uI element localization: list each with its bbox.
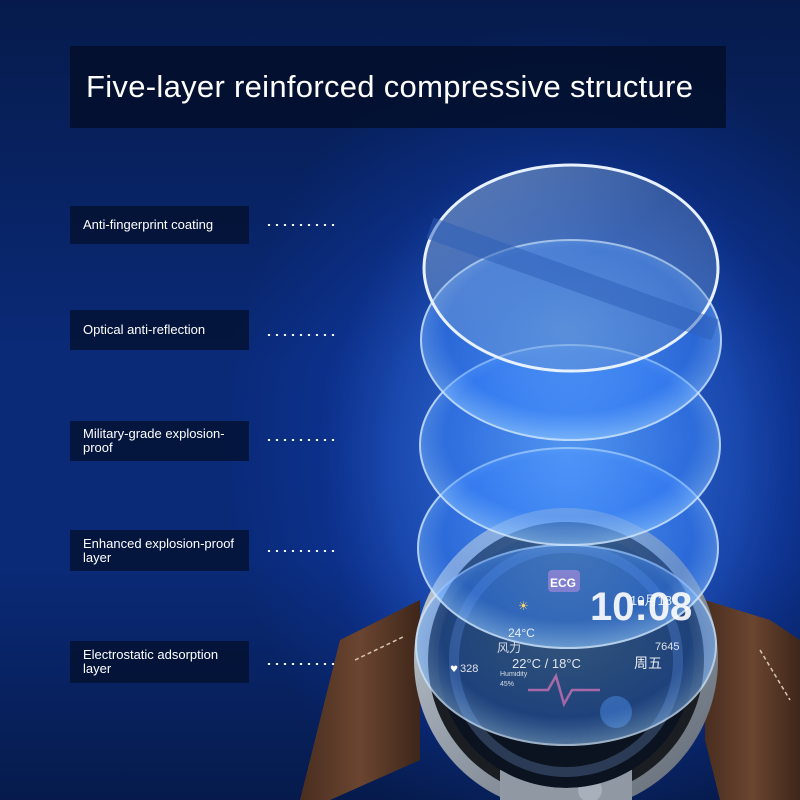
page-title: Five-layer reinforced compressive struct… — [86, 69, 694, 104]
watch-time: 10:08 — [590, 585, 692, 629]
watch-strap-left — [300, 600, 420, 800]
watch-humidity-label: Humidity — [500, 671, 528, 678]
title-banner: Five-layer reinforced compressive struct… — [70, 46, 726, 128]
watch-wind: 风力 — [497, 641, 521, 655]
layer-label-optical: Optical anti-reflection — [70, 310, 249, 350]
leader-dots-4 — [265, 550, 339, 552]
watch-temperature: 24°C — [508, 626, 535, 640]
heart-icon: ♥ — [450, 665, 458, 675]
sun-icon: ☀ — [518, 599, 529, 613]
layer-label-enhanced: Enhanced explosion-proof layer — [70, 530, 249, 571]
leader-dots-1 — [265, 224, 339, 226]
watch-steps: 7645 — [655, 641, 679, 653]
layer-label-electrostatic: Electrostatic adsorption layer — [70, 641, 249, 683]
watch-weekday: 周五 — [634, 656, 662, 672]
leader-dots-2 — [265, 334, 339, 336]
leader-dots-3 — [265, 439, 339, 441]
watch-heart-rate: 328 — [460, 663, 478, 675]
leader-dots-5 — [265, 663, 339, 665]
watch-strap-right — [705, 600, 800, 800]
watch-temp-range: 22°C / 18°C — [512, 656, 581, 671]
watch-face-readouts: ECG 10:08 10月18 周五 7645 24°C 22°C / 18°C… — [450, 576, 692, 688]
layer-label-military: Military-grade explosion-proof — [70, 421, 249, 461]
watch-humidity-value: 45% — [500, 681, 514, 688]
layer-label-anti-fingerprint: Anti-fingerprint coating — [70, 206, 249, 244]
watch-date: 10月18 — [630, 593, 672, 608]
watch-ecg-badge: ECG — [550, 576, 576, 590]
